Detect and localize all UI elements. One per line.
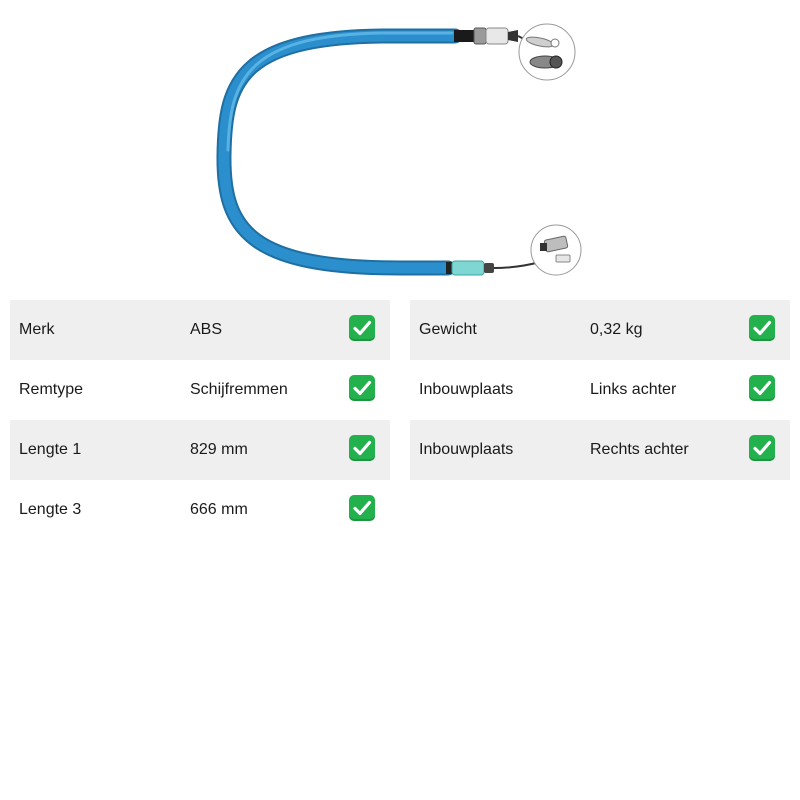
spec-row: Gewicht 0,32 kg xyxy=(410,300,790,360)
spec-value: Rechts achter xyxy=(590,441,689,458)
spec-label: Lengte 1 xyxy=(19,441,82,458)
spec-label: Gewicht xyxy=(419,321,477,338)
check-icon xyxy=(349,375,375,401)
check-icon xyxy=(749,315,775,341)
spec-label: Merk xyxy=(19,321,55,338)
spec-label: Inbouwplaats xyxy=(419,381,514,398)
spec-value: Links achter xyxy=(590,381,677,398)
spec-table-right: Gewicht 0,32 kg Inbouwplaats Links achte… xyxy=(410,300,790,480)
check-icon xyxy=(749,435,775,461)
spec-row: Inbouwplaats Links achter xyxy=(410,360,790,420)
spec-row: Merk ABS xyxy=(10,300,390,360)
spec-value: ABS xyxy=(190,321,223,338)
check-icon xyxy=(349,435,375,461)
spec-label: Remtype xyxy=(19,381,84,398)
cable-sheath xyxy=(216,28,463,276)
spec-label: Inbouwplaats xyxy=(419,441,514,458)
check-icon xyxy=(349,315,375,341)
check-icon xyxy=(749,375,775,401)
spec-value: 829 mm xyxy=(190,441,248,458)
spec-row: Lengte 1 829 mm xyxy=(10,420,390,480)
spec-value: Schijfremmen xyxy=(190,381,288,398)
spec-table-left: Merk ABS Remtype Schijfremmen Lengte 1 8… xyxy=(10,300,390,540)
spec-row: Remtype Schijfremmen xyxy=(10,360,390,420)
check-icon xyxy=(349,495,375,521)
spec-value: 666 mm xyxy=(190,501,248,518)
spec-row: Inbouwplaats Rechts achter xyxy=(410,420,790,480)
brake-cable-image xyxy=(216,23,582,276)
spec-row: Lengte 3 666 mm xyxy=(10,480,390,540)
spec-value: 0,32 kg xyxy=(590,321,643,338)
spec-label: Lengte 3 xyxy=(19,501,82,518)
